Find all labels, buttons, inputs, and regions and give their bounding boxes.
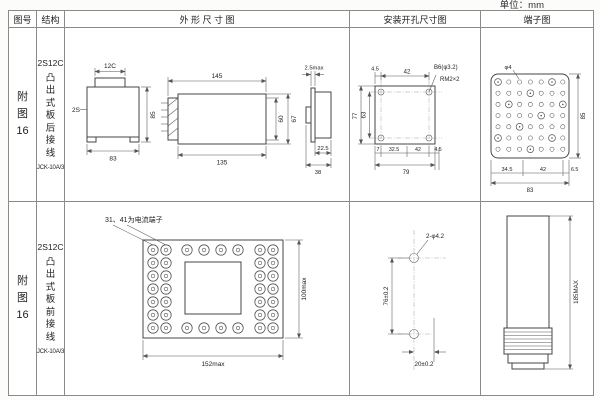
- header-terminal: 端子图: [481, 11, 593, 28]
- note-current-terminals: 31、41为电流端子: [105, 215, 163, 224]
- outline-cell-row1: 12C 2S 83 85: [65, 28, 350, 202]
- mounting-cell-row2: 76±0.2 2-φ4.2 20±0.2: [350, 202, 481, 395]
- drill-plan-view: 76±0.2 2-φ4.2 20±0.2: [383, 230, 446, 370]
- mounting-drawing-front: 76±0.2 2-φ4.2 20±0.2: [383, 230, 446, 370]
- dim-panel-25max: 2.5max: [304, 66, 323, 72]
- dim-top-45: 4.5: [371, 67, 379, 73]
- terminal-drawing-rear: φ4 85 34.5 42 6.5 83: [490, 65, 587, 194]
- dim-len-135: 135: [217, 160, 228, 167]
- dim-20: 20±0.2: [415, 361, 434, 368]
- model-label: 2S12C: [37, 241, 64, 252]
- dim-top-42: 42: [404, 70, 411, 76]
- dim-100max: 100max: [301, 277, 308, 301]
- fig-no-row2: 附图16: [9, 202, 37, 395]
- terminal-cell-row1: φ4 85 34.5 42 6.5 83: [481, 28, 593, 202]
- model-label: 2S12C: [37, 57, 64, 68]
- dim-b-79: 79: [403, 170, 410, 176]
- fig-label: 附图16: [16, 274, 29, 322]
- label-hole-spec: B6(φ3.2): [434, 65, 458, 71]
- dim-42: 42: [540, 167, 546, 173]
- dim-left-63: 63: [362, 111, 368, 118]
- header-mounting: 安装开孔尺寸图: [350, 11, 481, 28]
- relay-type: JCK-10A/3: [37, 165, 65, 172]
- dim-b-45: 4.5: [434, 147, 441, 153]
- dim-height-85: 85: [150, 111, 157, 119]
- label-screw-spec: RM2×2: [440, 77, 460, 83]
- dim-h-60: 60: [278, 115, 285, 123]
- panel-flange-view: 2.5max 22.5 38: [302, 66, 332, 176]
- relay-front-view: 12C 2S 83 85: [72, 63, 157, 163]
- dim-b-7: 7: [377, 147, 380, 153]
- outline-cell-row2: 31、41为电流端子 152max 100max: [65, 202, 350, 395]
- dim-b-42: 42: [415, 147, 421, 153]
- dim-185max: 185MAX: [573, 280, 580, 304]
- dim-len-145: 145: [212, 73, 223, 80]
- mounting-cell-row1: 4.5 42 B6(φ3.2) RM2×2 77 63 7 32.5: [350, 28, 481, 202]
- header-fig-no: 图号: [9, 11, 37, 28]
- dim-part-bottom: 2S: [72, 107, 81, 114]
- fig-label: 附图16: [16, 90, 29, 138]
- dim-83: 83: [527, 188, 534, 194]
- panel-cutout-view: 4.5 42 B6(φ3.2) RM2×2 77 63 7 32.5: [353, 65, 460, 176]
- terminal-plate-view: φ4 85 34.5 42 6.5 83: [490, 65, 587, 194]
- mounting-drawing-rear: 4.5 42 B6(φ3.2) RM2×2 77 63 7 32.5: [353, 65, 460, 176]
- fig-no-row1: 附图16: [9, 28, 37, 202]
- mount-desc: 凸出式板后接线: [45, 72, 56, 159]
- terminal-drawing-front: 185MAX: [503, 215, 580, 370]
- relay-terminal-face-view: 31、41为电流端子 152max 100max: [105, 215, 308, 368]
- dim-345: 34.5: [502, 167, 513, 173]
- relay-profile-view: 185MAX: [503, 215, 580, 370]
- spec-table: 图号 结构 外 形 尺 寸 图 安装开孔尺寸图 端子图 附图16 2S12C 凸…: [8, 10, 594, 396]
- outline-drawing-rear: 12C 2S 83 85: [72, 63, 332, 176]
- outline-drawing-front: 31、41为电流端子 152max 100max: [105, 215, 308, 368]
- label-phi4: φ4: [505, 65, 513, 71]
- header-outline: 外 形 尺 寸 图: [65, 11, 350, 28]
- dim-38: 38: [315, 170, 321, 176]
- label-2phi42: 2-φ4.2: [426, 233, 445, 240]
- terminal-hole-pattern: [494, 78, 567, 153]
- dim-76: 76±0.2: [383, 286, 390, 305]
- terminal-screw-pattern: [147, 244, 279, 334]
- dim-h-67: 67: [291, 115, 298, 123]
- structure-row1: 2S12C 凸出式板后接线 JCK-10A/3: [37, 28, 65, 202]
- structure-row2: 2S12C 凸出式板前接线 JCK-10A/3: [37, 202, 65, 395]
- dim-right-85: 85: [581, 112, 587, 119]
- header-structure: 结构: [37, 11, 65, 28]
- unit-label: 单位：mm: [499, 0, 544, 11]
- relay-type: JCK-10A/3: [37, 349, 65, 356]
- dim-part-top: 12C: [104, 63, 116, 70]
- relay-side-view: 145 135 60 67: [161, 73, 298, 167]
- dim-left-77: 77: [353, 112, 359, 119]
- dim-width-83: 83: [109, 156, 117, 163]
- mount-desc: 凸出式板前接线: [45, 256, 56, 343]
- dim-225: 22.5: [317, 146, 328, 152]
- dim-65: 6.5: [571, 167, 578, 173]
- terminal-cell-row2: 185MAX: [481, 202, 593, 395]
- dim-b-325: 32.5: [389, 147, 399, 153]
- dim-152max: 152max: [201, 361, 225, 368]
